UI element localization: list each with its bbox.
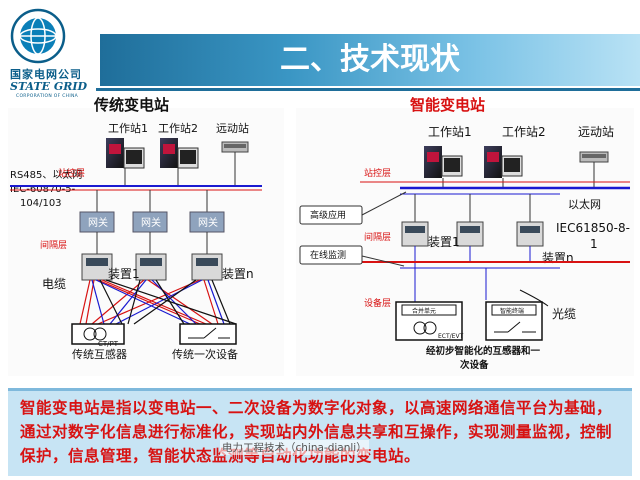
left-primary-label: 传统一次设备 [172, 347, 238, 361]
right-ectvt-label: ECT/EVT [438, 333, 464, 340]
right-monitor-box: 在线监测 [299, 245, 405, 267]
right-layer-bay: 间隔层 [364, 231, 391, 243]
right-merge-label: 合并单元 [412, 307, 436, 315]
right-app-box: 高级应用 [299, 191, 407, 225]
left-gateway-2-label: 网关 [141, 216, 161, 229]
left-cable-bundle [79, 279, 237, 325]
right-ws2-label: 工作站2 [502, 125, 546, 139]
right-ws1-label: 工作站1 [428, 125, 472, 139]
right-bay-device-2 [456, 194, 484, 262]
left-gateway-3: 网关 [189, 190, 225, 254]
right-eth-3: 1 [590, 237, 598, 251]
left-ctpt-label: CT/PT [98, 340, 119, 348]
right-app-label: 高级应用 [310, 209, 346, 221]
right-merge-unit: 合并单元 ECT/EVT [395, 301, 464, 341]
definition-box [8, 388, 632, 476]
left-protocol-1: RS485、以太网 [10, 168, 82, 181]
left-protocol-3: 104/103 [20, 198, 62, 209]
left-gateway-3-label: 网关 [198, 216, 218, 229]
right-caption-1: 经初步智能化的互感器和一 [426, 345, 541, 357]
left-ws2-label: 工作站2 [158, 121, 198, 135]
left-workstation-2 [160, 138, 199, 186]
left-layer-bay: 间隔层 [40, 239, 67, 251]
left-remote-station [221, 141, 249, 186]
left-remote-label: 远动站 [216, 121, 249, 135]
left-sensor-box: CT/PT [71, 323, 125, 348]
definition-text: 智能变电站是指以变电站一、二次设备为数字化对象，以高速网络通信平台为基础，通过对… [20, 399, 613, 465]
right-heading: 智能变电站 [410, 96, 485, 114]
right-monitor-label: 在线监测 [310, 249, 346, 261]
left-primary-box [179, 323, 237, 345]
left-devicen-label: 装置n [222, 267, 254, 281]
state-grid-logo [6, 6, 101, 94]
right-layer-device: 设备层 [364, 297, 391, 309]
right-device1-label: 装置1 [428, 235, 460, 249]
left-workstation-1 [106, 138, 145, 186]
left-bay-device-1 [81, 253, 113, 281]
right-bay-device-3 [516, 194, 544, 262]
logo-cn-text: 国家电网公司 [10, 68, 82, 81]
right-workstation-1 [424, 146, 463, 188]
watermark-text: 电力工程技术（china-dianli） [220, 440, 369, 455]
left-sensor-label: 传统互感器 [72, 348, 127, 361]
logo-sub-text: CORPORATION OF CHINA [16, 94, 79, 99]
left-bay-device-3 [191, 253, 223, 281]
right-intelligent-terminal: 智能终端 [485, 301, 543, 341]
left-cable-label: 电缆 [42, 277, 66, 291]
left-gateway-1-label: 网关 [88, 216, 108, 229]
left-ws1-label: 工作站1 [108, 121, 148, 135]
right-fiber-label: 光缆 [552, 307, 576, 321]
right-layer-station: 站控层 [364, 167, 391, 179]
right-remote-label: 远动站 [578, 125, 614, 139]
title-bar [100, 34, 640, 86]
right-bay-device-1 [401, 194, 429, 304]
left-heading: 传统变电站 [93, 96, 169, 114]
right-eth-2: IEC61850-8- [556, 221, 630, 235]
left-device1-label: 装置1 [108, 267, 140, 281]
left-gateway-1: 网关 [79, 190, 115, 254]
globe-icon [10, 8, 66, 64]
traditional-substation-panel [8, 108, 284, 376]
right-caption-2: 次设备 [460, 359, 489, 371]
right-eth-1: 以太网 [568, 198, 601, 211]
logo-en-text: STATE GRID [10, 80, 88, 93]
left-bay-device-2 [135, 253, 167, 281]
left-layer-station: 站控层 [58, 167, 85, 179]
right-remote-station [579, 151, 609, 188]
right-workstation-2 [484, 146, 523, 188]
right-terminal-label: 智能终端 [500, 307, 524, 315]
left-gateway-2: 网关 [132, 190, 168, 254]
slide-title: 二、技术现状 [280, 42, 460, 77]
title-underline [96, 88, 640, 91]
